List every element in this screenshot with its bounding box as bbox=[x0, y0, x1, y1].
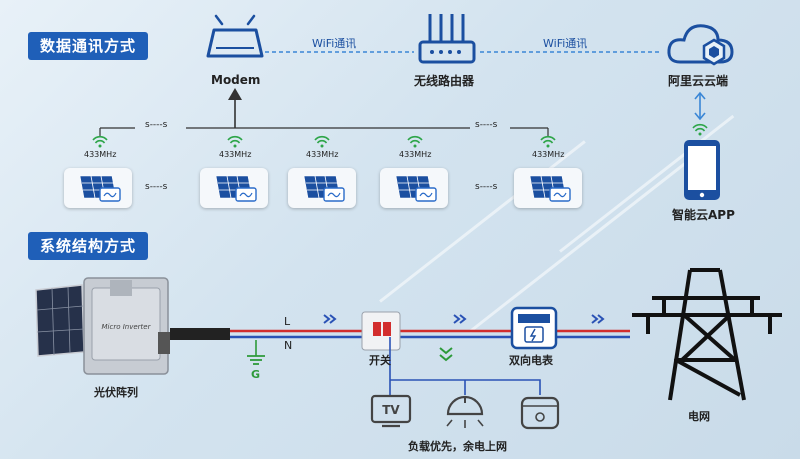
ground-label: G bbox=[251, 368, 261, 381]
pv-panel-icon bbox=[35, 284, 85, 357]
loads-label: 负载优先，余电上网 bbox=[408, 440, 507, 453]
signal-icon bbox=[314, 135, 330, 149]
cable bbox=[170, 328, 230, 340]
power-tower-icon bbox=[632, 268, 782, 401]
meter-icon bbox=[510, 306, 558, 350]
panel-card bbox=[64, 168, 132, 208]
pv-array-label: 光伏阵列 bbox=[94, 386, 138, 399]
modem-icon bbox=[206, 14, 264, 58]
line-N-label: N bbox=[284, 339, 293, 352]
cloud-icon bbox=[667, 24, 734, 66]
router-icon bbox=[418, 14, 476, 64]
switch-icon bbox=[361, 311, 401, 351]
lamp-icon bbox=[446, 395, 484, 428]
inverter-text: Micro Inverter bbox=[102, 323, 152, 331]
uplink-arrow-icon bbox=[228, 88, 242, 100]
down-arrow-icon bbox=[439, 347, 453, 362]
load-branch bbox=[389, 337, 541, 395]
flow-arrow-icon bbox=[591, 314, 604, 324]
panel-card bbox=[288, 168, 356, 208]
signal-icon bbox=[407, 135, 423, 149]
flow-arrow-icon bbox=[453, 314, 466, 324]
panel-card bbox=[380, 168, 448, 208]
freq-label: 433MHz bbox=[532, 150, 565, 159]
bidirectional-arrow-icon bbox=[694, 91, 706, 121]
panel-card bbox=[200, 168, 268, 208]
app-label: 智能云APP bbox=[672, 208, 735, 222]
gap-dashes: s----s bbox=[145, 182, 168, 192]
switch-label: 开关 bbox=[369, 354, 391, 367]
modem-label: Modem bbox=[211, 73, 261, 87]
gap-dashes: s----s bbox=[145, 120, 168, 130]
tv-icon bbox=[370, 394, 412, 428]
grid-label: 电网 bbox=[688, 410, 710, 423]
signal-icon bbox=[227, 135, 243, 149]
phone-icon bbox=[684, 123, 720, 200]
gap-dashes: s----s bbox=[475, 182, 498, 192]
tv-label: TV bbox=[382, 403, 400, 417]
rice-cooker-icon bbox=[520, 396, 560, 430]
line-L-label: L bbox=[284, 315, 291, 328]
wifi-label-left: WiFi通讯 bbox=[312, 37, 357, 50]
section-title-data-comm: 数据通讯方式 bbox=[28, 32, 149, 60]
cloud-label: 阿里云云端 bbox=[668, 74, 729, 88]
freq-label: 433MHz bbox=[306, 150, 339, 159]
ground-icon bbox=[247, 340, 265, 365]
signal-icon bbox=[92, 135, 108, 149]
section-title-system-structure: 系统结构方式 bbox=[28, 232, 149, 260]
wifi-label-right: WiFi通讯 bbox=[543, 37, 588, 50]
flow-arrow-icon bbox=[323, 314, 336, 324]
micro-inverter-icon bbox=[83, 277, 170, 375]
panel-card bbox=[514, 168, 582, 208]
freq-label: 433MHz bbox=[84, 150, 117, 159]
freq-label: 433MHz bbox=[399, 150, 432, 159]
meter-label: 双向电表 bbox=[509, 354, 553, 367]
router-label: 无线路由器 bbox=[414, 74, 475, 88]
freq-label: 433MHz bbox=[219, 150, 252, 159]
signal-icon bbox=[540, 135, 556, 149]
gap-dashes: s----s bbox=[475, 120, 498, 130]
